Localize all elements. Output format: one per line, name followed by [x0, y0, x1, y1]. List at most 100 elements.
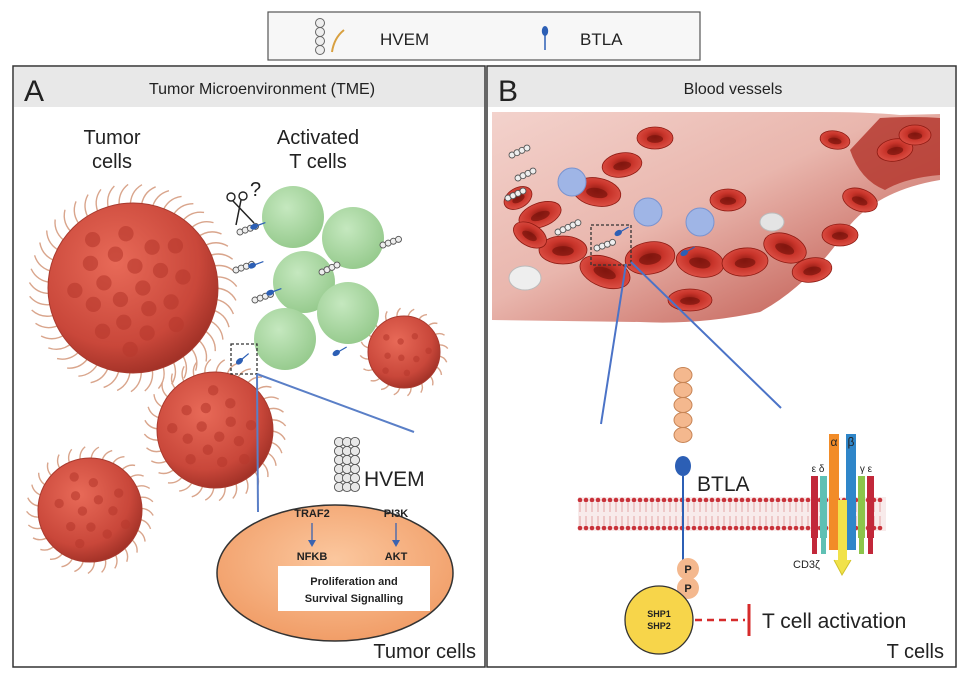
t-cell — [317, 282, 379, 344]
rbc-center — [530, 210, 550, 222]
lipid-head — [769, 497, 775, 503]
btla-fragment — [250, 222, 266, 230]
tcr-alpha-chain — [829, 434, 839, 496]
lipid-head — [649, 525, 655, 531]
hvem-bead — [349, 463, 361, 475]
red-blood-cell — [513, 221, 547, 249]
nfkb-label: NFKB — [297, 551, 328, 563]
hvem-receptor-label: HVEM — [364, 468, 425, 491]
panel-a-letter: A — [24, 75, 44, 108]
tumor-bump — [88, 477, 99, 488]
red-blood-cell — [821, 223, 859, 247]
lipid-head — [685, 497, 691, 503]
tumor-bump — [413, 355, 420, 363]
btla-head-small — [250, 223, 258, 230]
lipid-head — [769, 525, 775, 531]
tumor-bump — [411, 333, 419, 340]
rbc-center — [851, 196, 868, 206]
blood-vessel-illustration — [492, 112, 940, 323]
tumor-bump — [398, 354, 405, 362]
lipid-head — [643, 497, 649, 503]
lipid-head — [793, 525, 799, 531]
red-blood-cell — [579, 254, 631, 290]
tumor-bump — [96, 275, 112, 291]
lymphocyte — [685, 207, 715, 237]
rbc-center — [887, 146, 904, 156]
lipid-head — [619, 497, 625, 503]
red-blood-cell — [601, 152, 643, 178]
hvem-bead — [529, 167, 537, 175]
lipid-head — [691, 525, 697, 531]
zoom-box-b — [590, 224, 632, 266]
cd3-zeta — [838, 500, 847, 560]
lipid-head — [703, 497, 709, 503]
traf2-label: TRAF2 — [294, 508, 329, 520]
tumor-bump — [77, 506, 88, 516]
lipid-head — [655, 525, 661, 531]
tumor-bump — [168, 316, 184, 333]
lipid-head — [709, 497, 715, 503]
cd3-epsilon-left — [811, 476, 818, 538]
tumor-bump — [163, 294, 179, 310]
tumor-bump — [108, 506, 118, 516]
tumor-bump — [82, 255, 99, 271]
tumor-bump — [207, 385, 219, 396]
hvem-fragment — [318, 261, 341, 276]
lipid-head — [583, 525, 589, 531]
btla-head-small — [266, 289, 274, 296]
scissors-icon — [226, 191, 255, 226]
legend: HVEM BTLA — [267, 11, 701, 61]
red-blood-cell — [636, 126, 674, 150]
tumor-cells-label-line1: Tumor — [83, 127, 140, 149]
signalling-line1: Proliferation and — [310, 576, 397, 588]
red-blood-cell — [667, 288, 713, 312]
rbc-center — [907, 132, 923, 140]
lipid-head — [745, 497, 751, 503]
lipid-head — [631, 497, 637, 503]
lipid-head — [877, 525, 883, 531]
rbc-center — [803, 266, 822, 276]
tumor-body — [37, 457, 143, 563]
btla-head-small — [614, 229, 622, 237]
tumor-bump — [167, 422, 178, 434]
gamma-epsilon-label: γ ε — [860, 464, 873, 475]
tumor-bump — [403, 369, 411, 377]
tumor-bump — [185, 454, 196, 465]
phospho-p2-label: P — [684, 583, 691, 595]
lipid-head — [577, 497, 583, 503]
alpha-label: α — [831, 435, 838, 449]
tumor-bump — [70, 491, 81, 501]
zoom-line-a-right — [256, 373, 415, 433]
tumor-bump — [425, 347, 432, 355]
lipid-head — [715, 497, 721, 503]
lipid-head — [613, 497, 619, 503]
lipid-head — [715, 525, 721, 531]
legend-btla-label: BTLA — [580, 30, 623, 49]
tumor-bump — [120, 519, 131, 529]
btla-fragment — [680, 246, 695, 257]
btla-fragment — [614, 226, 629, 237]
lipid-head — [763, 497, 769, 503]
lipid-head — [739, 497, 745, 503]
tcr-alpha-tm — [829, 496, 839, 550]
lipid-head — [805, 497, 811, 503]
pi3k-arrowhead — [392, 540, 400, 547]
lipid-head — [757, 497, 763, 503]
hvem-bead — [574, 219, 582, 227]
red-blood-cell — [898, 124, 932, 146]
hvem-bead — [349, 445, 361, 457]
signalling-box — [278, 566, 430, 611]
activated-t-cells-label-line1: Activated — [277, 127, 359, 149]
t-cell — [273, 251, 335, 313]
lipid-head — [757, 525, 763, 531]
tumor-bump — [200, 402, 212, 414]
btla-head — [675, 456, 691, 476]
hvem-bead — [349, 436, 361, 448]
rbc-center — [586, 187, 608, 199]
signalling-line2: Survival Signalling — [305, 593, 403, 605]
lipid-head — [619, 525, 625, 531]
hvem-bead — [349, 481, 361, 493]
lipid-head — [631, 525, 637, 531]
lipid-head — [781, 497, 787, 503]
